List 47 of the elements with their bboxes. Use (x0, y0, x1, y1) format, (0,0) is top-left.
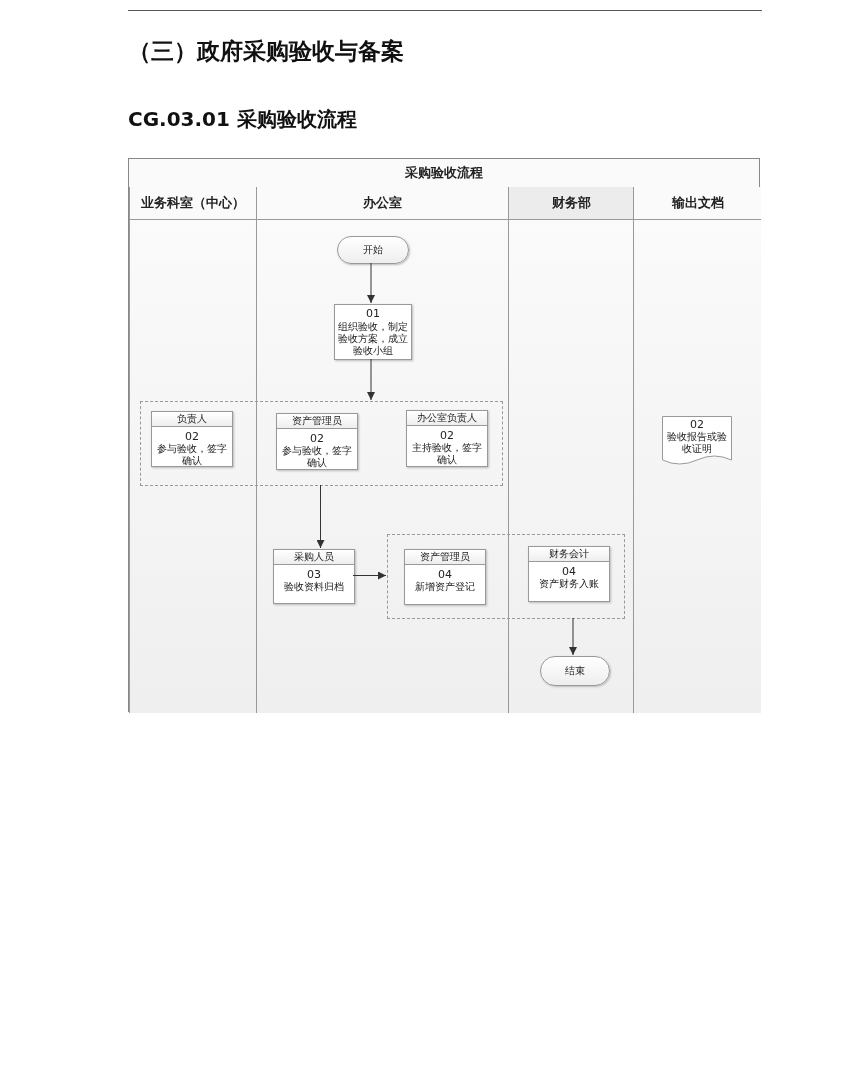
swimlane-lane (129, 187, 256, 713)
document-number: 02 (689, 417, 705, 432)
step-text: 验收资料归档 (283, 581, 345, 593)
role-task-box (273, 549, 355, 604)
role-header: 资产管理员 (277, 414, 357, 429)
terminator-pill (337, 236, 409, 264)
step-text: 参与验收，签字确认 (281, 445, 353, 468)
role-header: 采购人员 (274, 550, 354, 565)
role-header: 财务会计 (529, 547, 609, 562)
diagram-title: CG.03.01 采购验收流程 (128, 106, 357, 133)
step-number: 04 (561, 564, 577, 579)
arrow (316, 484, 325, 549)
role-task-box (404, 549, 486, 605)
role-task-box (276, 413, 358, 470)
arrow (352, 571, 387, 580)
arrow (569, 617, 577, 656)
lane-header: 财务部 (509, 187, 633, 220)
document-text: 验收报告或验收证明 (666, 431, 728, 454)
terminator-label: 结束 (565, 664, 585, 678)
step-number: 03 (306, 567, 322, 581)
role-task-box (528, 546, 610, 602)
role-task-box (151, 411, 233, 467)
step-text: 组织验收，制定验收方案，成立验收小组 (337, 320, 409, 357)
role-task-box (406, 410, 488, 467)
swimlane-pool (128, 158, 760, 712)
step-number: 01 (365, 306, 381, 321)
step-number: 02 (439, 428, 455, 443)
role-header: 负责人 (152, 412, 232, 427)
swimlane-lane (256, 187, 508, 713)
terminator-label: 开始 (363, 243, 383, 257)
step-text: 参与验收，签字确认 (156, 443, 228, 466)
document-shape (662, 416, 732, 466)
step-number: 04 (437, 567, 453, 581)
step-number: 02 (184, 429, 200, 444)
arrow (367, 262, 375, 304)
step-text: 新增资产登记 (414, 581, 476, 593)
swimlane-lane (633, 187, 761, 713)
arrow (367, 358, 375, 401)
role-header: 资产管理员 (405, 550, 485, 565)
section-heading: （三）政府采购验收与备案 (128, 37, 404, 66)
step-text: 资产财务入账 (538, 578, 600, 590)
terminator-pill (540, 656, 610, 686)
pool-title: 采购验收流程 (129, 159, 759, 188)
step-number: 02 (309, 431, 325, 446)
step-text: 主持验收，签字确认 (411, 442, 483, 465)
process-box (334, 304, 412, 360)
role-header: 办公室负责人 (407, 411, 487, 426)
